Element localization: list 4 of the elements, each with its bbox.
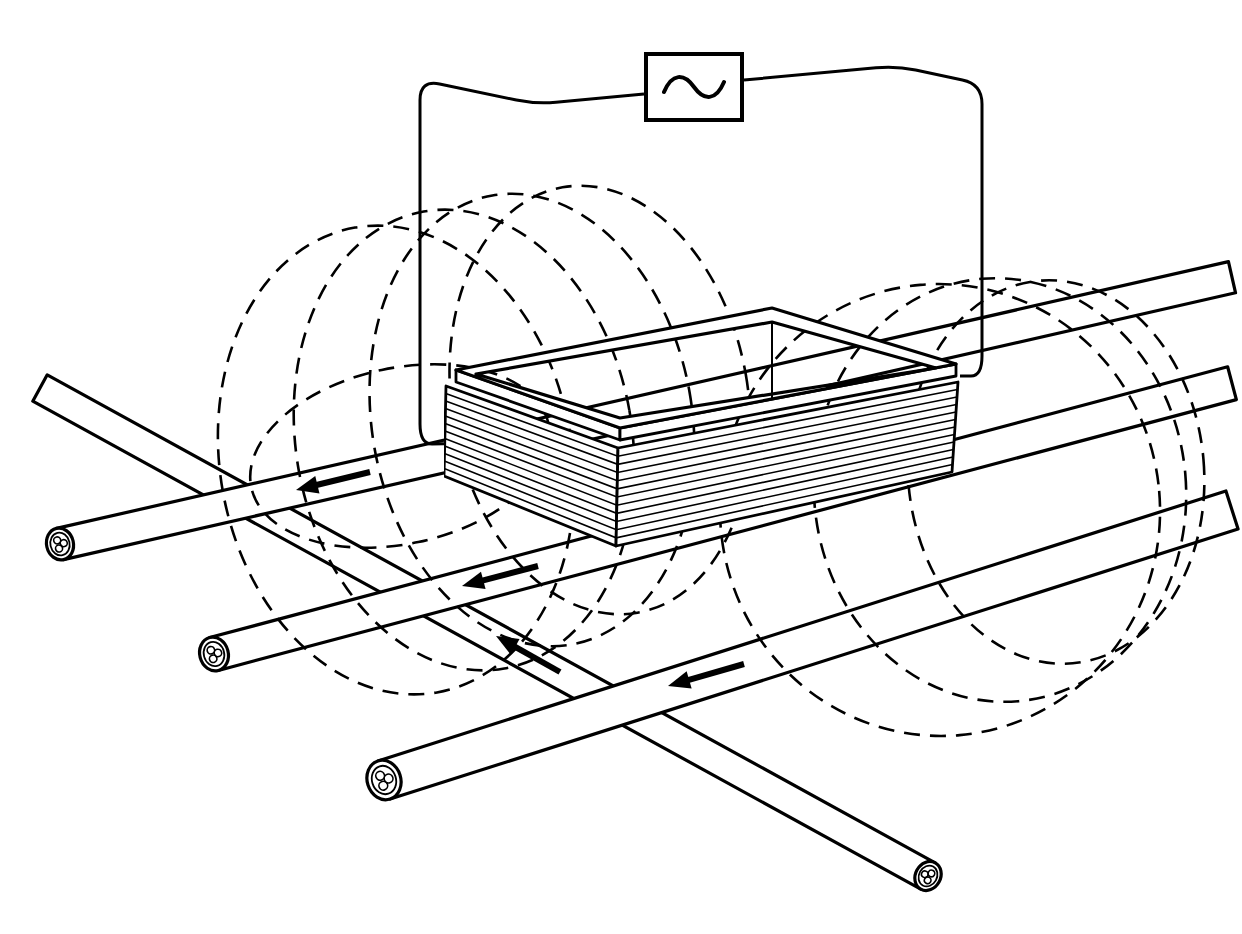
wire (743, 65, 984, 378)
wire (418, 81, 645, 446)
power-source-box (644, 52, 744, 122)
induction-coil (444, 300, 960, 548)
